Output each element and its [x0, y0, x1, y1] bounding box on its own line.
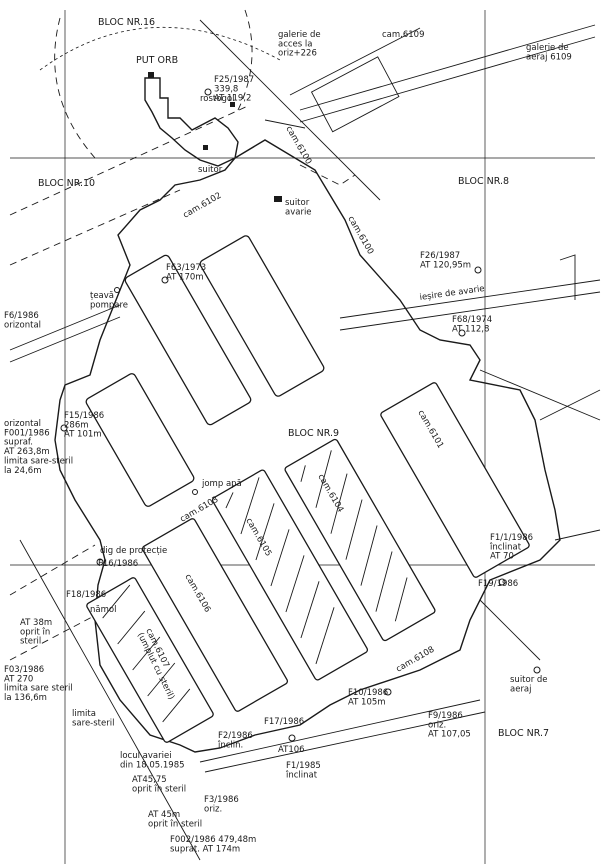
- label-cam6103: cam.6103: [179, 495, 221, 525]
- label-AT106: AT106: [278, 745, 305, 755]
- label-bloc7: BLOC NR.7: [498, 728, 549, 739]
- label-cam6108: cam.6108: [395, 645, 437, 675]
- pillar-4: [141, 518, 289, 712]
- drill-hole-F10: [384, 688, 392, 696]
- suitor-aeraj-marker: [533, 666, 541, 674]
- rostogol-marker-icon: [230, 102, 235, 107]
- labels: BLOC NR.16 BLOC NR.10 BLOC NR.8 BLOC NR.…: [4, 17, 572, 854]
- label-rostogol: rostogol: [200, 94, 234, 104]
- drill-hole-F63: [161, 276, 169, 284]
- label-cam6100-b: cam.6100: [345, 215, 375, 257]
- label-bloc9: BLOC NR.9: [288, 428, 339, 439]
- drill-hole-F16: [96, 558, 104, 566]
- label-bloc8: BLOC NR.8: [458, 176, 509, 187]
- sump-marker: [192, 489, 198, 495]
- pillar-6: [284, 438, 436, 642]
- label-iesire-avarie: ieșire de avarie: [419, 284, 485, 303]
- label-F19: F19/1986: [478, 579, 518, 589]
- label-jomp-apa: jomp apă: [201, 479, 242, 489]
- pillar-8: [86, 577, 214, 743]
- drill-hole-F17: [288, 734, 296, 742]
- protection-arc: [39, 9, 281, 159]
- suitor-marker-icon: [203, 145, 208, 150]
- pillar-1: [199, 235, 325, 397]
- drill-hole-F25: [204, 88, 212, 96]
- drill-hole-F26: [474, 266, 482, 274]
- galleries: [199, 19, 596, 201]
- pump-pipe-marker: [114, 287, 120, 293]
- label-namol: nămol: [90, 605, 116, 615]
- pillar-7: [380, 382, 530, 578]
- drill-hole-F19: [498, 578, 506, 586]
- pillar-3: [85, 373, 195, 507]
- drill-holes: [60, 88, 541, 742]
- shaft-marker-icon: [148, 72, 154, 78]
- label-F18: F18/1986: [66, 590, 106, 600]
- drill-hole-F68: [458, 329, 466, 337]
- shaft-area: [144, 72, 282, 202]
- label-F17: F17/1986: [264, 717, 304, 727]
- pillar-5: [211, 469, 369, 681]
- label-cam6109: cam.6109: [382, 30, 425, 40]
- chamber-outline: [9, 139, 601, 861]
- suitor-avarie-marker-icon: [274, 196, 282, 202]
- label-bloc10: BLOC NR.10: [38, 178, 95, 189]
- label-dig-protectie: dig de protecție: [100, 546, 167, 556]
- pillar-2: [124, 254, 252, 426]
- label-suitor: suitor: [198, 165, 223, 175]
- label-put-orb: PUT ORB: [136, 55, 178, 66]
- label-cam6102: cam.6102: [182, 191, 224, 221]
- pillars: [85, 235, 530, 743]
- label-F16: F16/1986: [98, 559, 138, 569]
- hatching: [102, 450, 408, 723]
- label-bloc16: BLOC NR.16: [98, 17, 155, 28]
- drill-hole-F15: [60, 424, 68, 432]
